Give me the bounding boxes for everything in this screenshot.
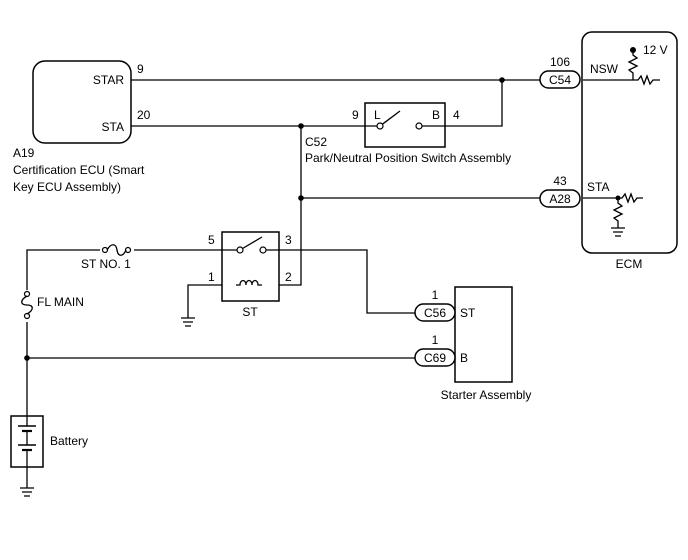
wire-relay-to-starter-st [266,249,415,314]
connector-c56-pin: 1 [432,288,439,302]
starter-pin-b-label: B [460,351,468,365]
connector-c56 [414,303,456,322]
ecm-sta-input-resistor [583,192,643,228]
ecm-ground-icon [611,227,625,237]
st-relay-pin3: 3 [285,233,292,247]
certification-ecu-box [32,60,132,144]
st-relay-pin1: 1 [208,270,215,284]
wire-sta-to-ecm-and-relay [260,126,540,286]
cert-ecu-pin-sta-label: STA [102,120,124,134]
cert-ecu-pin-sta-number: 20 [137,108,151,122]
pnp-switch-name: Park/Neutral Position Switch Assembly [305,151,511,165]
connector-a28-label: A28 [549,192,571,206]
ecm-pin-nsw-label: NSW [590,62,619,76]
wire-sta-to-pnp [131,123,377,129]
pnp-contact-l: L [374,108,381,122]
cert-ecu-name-line2: Key ECU Assembly) [13,180,121,194]
connector-c54-pin: 106 [550,55,570,69]
ecm-nsw-pullup-resistor [583,47,660,86]
starter-assembly-box [454,286,513,383]
st-relay-box [221,231,280,302]
cert-ecu-name-line1: Certification ECU (Smart [13,163,145,177]
st-relay-name: ST [242,305,258,319]
st-relay-coil-icon [236,279,262,286]
pnp-contact-b: B [432,108,440,122]
connector-c69-label: C69 [424,351,446,365]
wire-power-feed [24,249,415,416]
ecm-name: ECM [616,257,643,271]
fuse-st-no1-label: ST NO. 1 [81,257,131,271]
pnp-connector-code: C52 [305,135,327,149]
battery-icon [18,416,36,467]
connector-c54-label: C54 [549,73,571,87]
connector-c56-label: C56 [424,306,446,320]
st-relay-pin2: 2 [285,270,292,284]
connector-a28-pin: 43 [553,174,567,188]
st-relay-ground-icon [181,284,222,327]
cert-ecu-pin-star-label: STAR [93,73,124,87]
starter-assembly-name: Starter Assembly [441,388,532,402]
st-relay-pin5: 5 [208,233,215,247]
pnp-pin-right: 4 [453,108,460,122]
wire-star-to-nsw [131,77,540,127]
fuse-st-no1-icon [100,244,134,256]
connector-c69-pin: 1 [432,333,439,347]
connector-c69 [414,348,456,367]
cert-ecu-code: A19 [13,146,35,160]
ecm-voltage-label: 12 V [643,43,668,57]
ecm-pin-sta-label: STA [587,180,609,194]
fuse-fl-main-label: FL MAIN [37,295,84,309]
fuse-fl-main-icon [21,290,33,322]
battery-label: Battery [50,434,88,448]
pnp-pin-left: 9 [352,108,359,122]
cert-ecu-pin-star-number: 9 [137,62,144,76]
battery-ground-icon [20,467,34,497]
starter-pin-st-label: ST [460,306,476,320]
